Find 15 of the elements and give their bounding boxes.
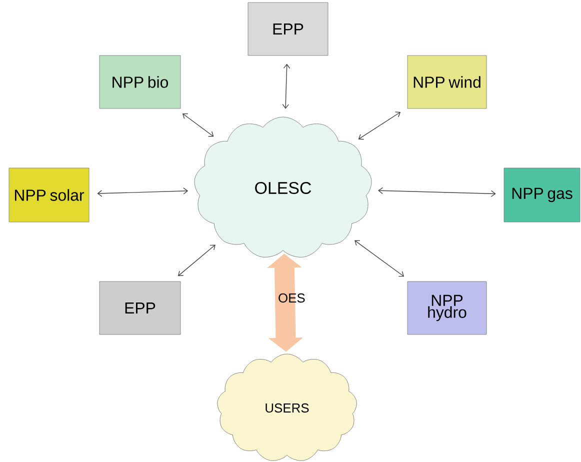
process-box: NPP solar bbox=[8, 168, 90, 222]
process-box: NPP gas bbox=[504, 168, 580, 222]
process-box: EPP bbox=[248, 2, 328, 56]
process-box: NPP wind bbox=[407, 55, 487, 109]
process-box: NPP hydro bbox=[407, 281, 487, 335]
arrow bbox=[182, 113, 214, 137]
arrow bbox=[378, 187, 496, 197]
arrow bbox=[354, 240, 404, 277]
arrow bbox=[282, 64, 290, 109]
process-box: EPP bbox=[99, 281, 181, 335]
arrow bbox=[358, 112, 401, 140]
arrow bbox=[97, 188, 188, 197]
arrow bbox=[178, 244, 216, 276]
process-box: NPP bio bbox=[99, 55, 181, 109]
edge-label: OES bbox=[277, 292, 305, 304]
